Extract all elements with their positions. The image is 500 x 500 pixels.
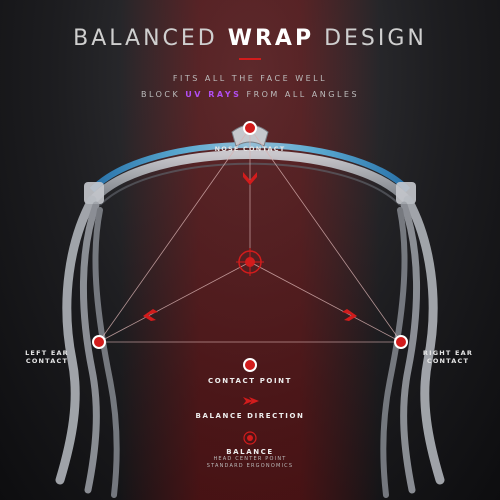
subtitle-uv-highlight: UV RAYS (185, 90, 242, 99)
title-part-wrap: WRAP (227, 26, 315, 51)
left-ear-line1: LEFT EAR (25, 349, 69, 357)
right-ear-contact-point (394, 335, 408, 349)
subtitle-uv-post: FROM ALL ANGLES (241, 90, 360, 99)
legend-contact-point: CONTACT POINT (150, 377, 350, 385)
title-underline (239, 58, 261, 60)
balance-center-icon (236, 248, 264, 276)
right-ear-line2: CONTACT (426, 357, 470, 365)
legend-balance-sub1: HEAD CENTER POINT (213, 456, 287, 462)
subtitle-fit: FITS ALL THE FACE WELL (172, 74, 328, 83)
title-part-design: DESIGN (314, 26, 427, 51)
legend-contact-icon (243, 358, 257, 372)
left-ear-contact-point (92, 335, 106, 349)
subtitle-uv: BLOCK UV RAYS FROM ALL ANGLES (0, 90, 500, 99)
left-temples (55, 195, 120, 498)
left-ear-contact-label: LEFT EAR CONTACT (22, 349, 72, 365)
nose-contact-point (243, 121, 257, 135)
subtitle-uv-pre: BLOCK (140, 90, 186, 99)
title-part-balanced: BALANCED (73, 26, 228, 51)
nose-contact-label: NOSE CONTACT (214, 145, 286, 153)
legend-direction-icon (243, 397, 259, 405)
balance-direction-icon (143, 172, 357, 321)
right-ear-contact-label: RIGHT EAR CONTACT (418, 349, 478, 365)
page-title: BALANCED WRAP DESIGN (0, 26, 500, 51)
legend-contact-label: CONTACT POINT (207, 377, 293, 385)
balance-triangle (98, 127, 402, 343)
right-temples (380, 195, 445, 498)
legend-balance-label: BALANCE (226, 448, 274, 456)
legend-balance-direction: BALANCE DIRECTION (150, 412, 350, 420)
left-ear-line2: CONTACT (25, 357, 69, 365)
legend-balance: BALANCE HEAD CENTER POINT STANDARD ERGON… (150, 448, 350, 470)
legend-balance-sub2: STANDARD ERGONOMICS (206, 463, 294, 469)
legend-direction-label: BALANCE DIRECTION (195, 412, 305, 420)
right-ear-line1: RIGHT EAR (422, 349, 474, 357)
legend-balance-icon (243, 431, 257, 445)
